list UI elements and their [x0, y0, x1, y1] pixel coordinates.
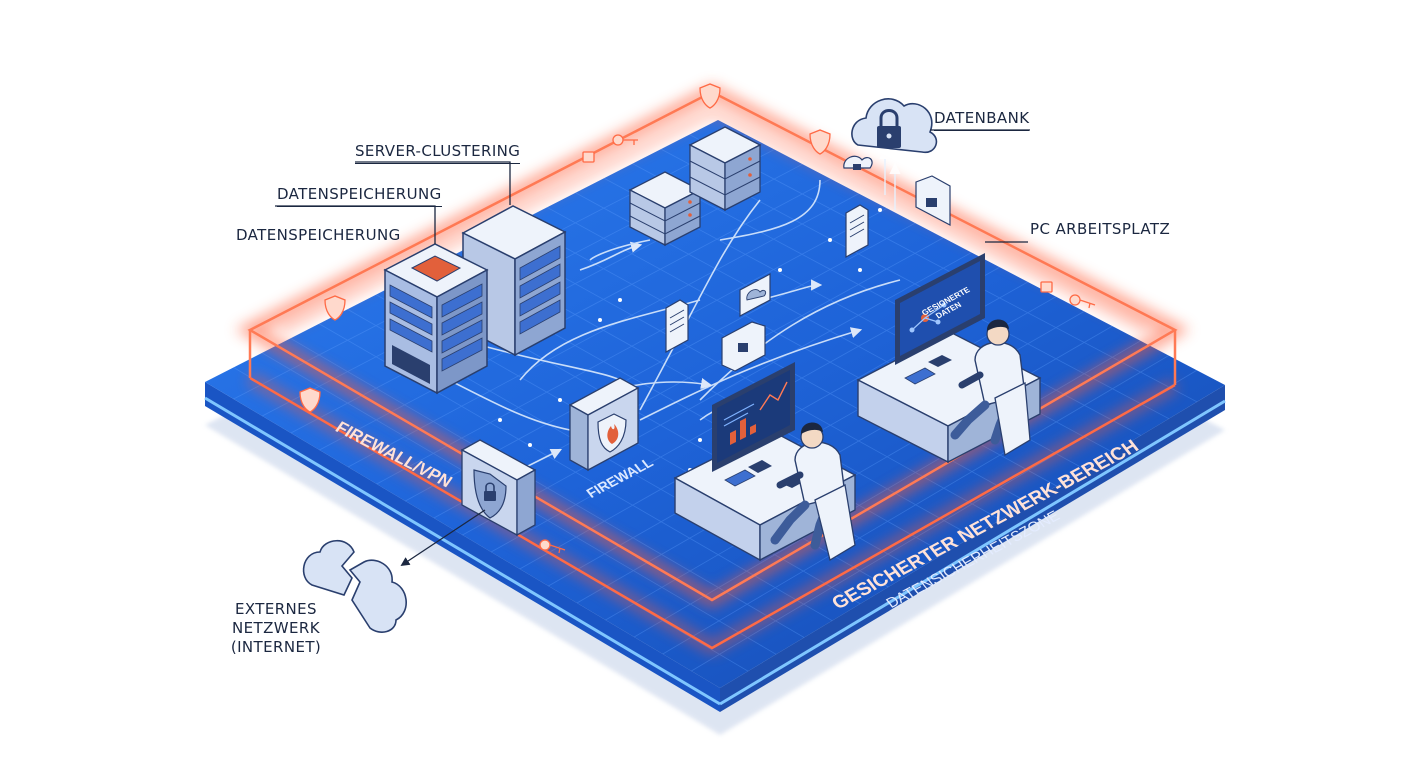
firewall-box: [568, 377, 640, 472]
lock-icon: [484, 491, 496, 501]
grid-line: [462, 252, 972, 536]
grid-line: [347, 193, 860, 468]
datenbank-cloud-lock-icon: [851, 98, 938, 154]
folder-lock-icon: [721, 321, 766, 372]
document-icon: [845, 204, 869, 259]
lock-icon: [1040, 281, 1053, 293]
datenspeicherung-tower: [383, 243, 489, 395]
label-externes-line-2: NETZWERK: [232, 619, 320, 637]
folder-lock-icon: [915, 175, 951, 226]
shield-icon: [809, 129, 831, 155]
grid-line: [319, 178, 831, 451]
shield-icon: [299, 387, 321, 413]
flame-icon: [607, 424, 619, 444]
cloud-lock-icon: [843, 155, 873, 170]
label-externes-line-1: EXTERNES: [235, 600, 317, 618]
chair: [994, 381, 1031, 457]
platform-edge-light-right: [719, 399, 1226, 706]
grid-line: [489, 236, 1001, 521]
workstation-back: [856, 253, 1042, 464]
cloud-lock-icon: [739, 273, 771, 317]
workstation-front: [673, 362, 857, 562]
label-datenspeicherung-lower: DATENSPEICHERUNG: [236, 226, 401, 244]
grid-line: [290, 337, 805, 638]
broken-cloud-icon: [302, 539, 407, 633]
grid-line: [633, 340, 1141, 638]
grid-line: [662, 355, 1169, 655]
worker-figure: [770, 422, 846, 550]
database-stack-right: [688, 126, 762, 212]
database-stack-left: [628, 171, 702, 247]
key-icon: [612, 134, 638, 146]
shield-icon: [324, 295, 346, 321]
boundary-icons: [299, 83, 1096, 554]
key-icon: [539, 539, 566, 554]
document-icon: [665, 299, 689, 354]
lock-icon: [582, 151, 595, 163]
label-externes-netzwerk: EXTERNES NETZWERK (INTERNET): [226, 600, 326, 657]
firewall-vpn-box: [460, 439, 537, 537]
label-externes-line-3: (INTERNET): [230, 638, 322, 656]
platform-right-side: [720, 385, 1225, 712]
platform-left-side: [205, 382, 720, 712]
shield-icon: [699, 83, 721, 109]
chair: [814, 484, 856, 562]
grid-line: [376, 207, 888, 485]
grid-line: [632, 163, 1142, 436]
label-server-clustering: SERVER-CLUSTERING: [355, 142, 521, 164]
key-icon: [1069, 294, 1096, 309]
grid-line: [689, 134, 1198, 403]
platform-edge-light-left: [204, 396, 721, 706]
label-datenspeicherung-upper: DATENSPEICHERUNG: [277, 185, 442, 207]
label-datenbank: DATENBANK: [934, 109, 1030, 131]
label-pc-arbeitsplatz: PC ARBEITSPLATZ: [1030, 220, 1171, 238]
